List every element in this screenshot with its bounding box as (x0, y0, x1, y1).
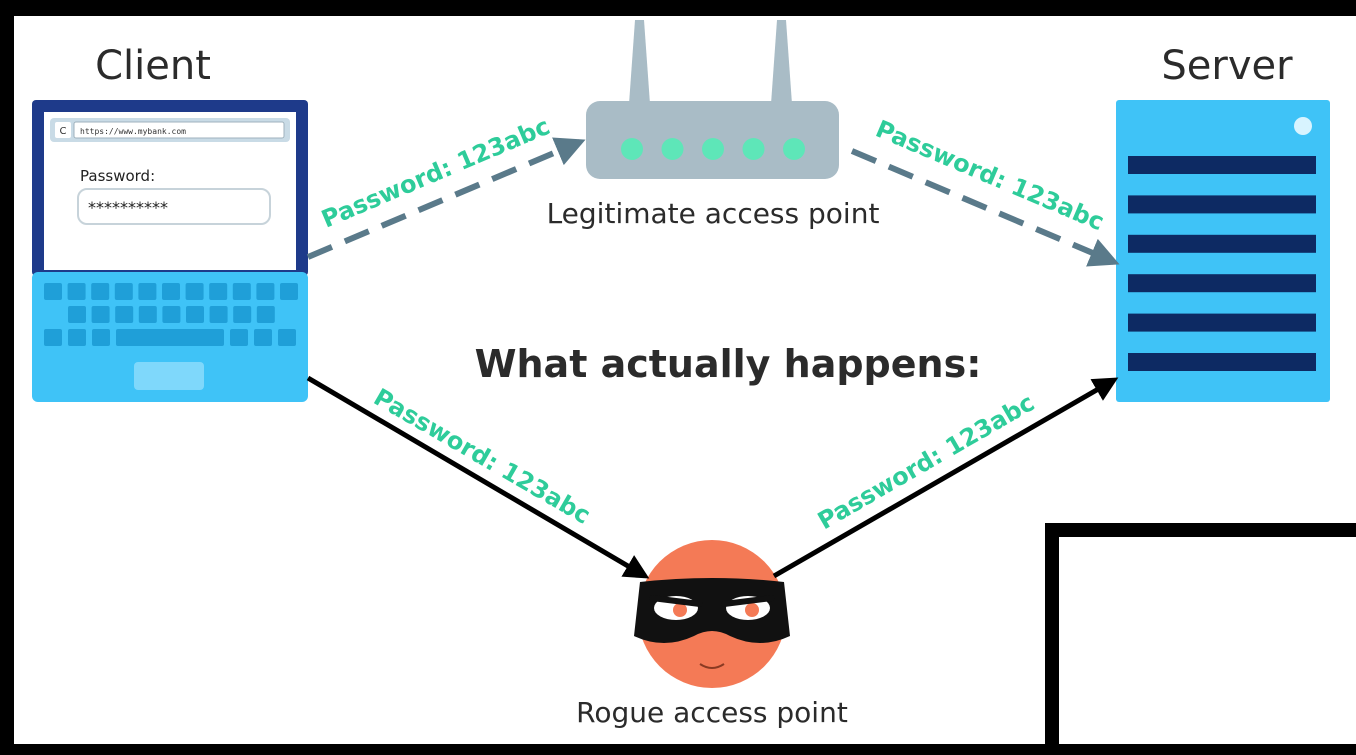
router-icon (586, 20, 839, 179)
keyboard-key (185, 283, 204, 300)
address-bar (73, 121, 285, 139)
router-leds (621, 138, 805, 160)
rogue-brow-left (649, 595, 703, 607)
keyboard-key (68, 329, 86, 346)
server-slots (1128, 156, 1316, 371)
router-led (621, 138, 643, 160)
url-text: https://www.mybank.com (80, 127, 186, 136)
arrow-rogue-ap-to-server (772, 377, 1119, 579)
server-slot (1128, 234, 1316, 253)
rogue-pupil-left (673, 603, 687, 617)
router-antenna-left (629, 20, 650, 104)
server-icon (1116, 100, 1330, 402)
legitimate-ap-label: Legitimate access point (547, 197, 880, 230)
keyboard-key (67, 283, 86, 300)
server-status-light (1294, 117, 1312, 135)
router-led (742, 138, 765, 160)
keyboard-key (209, 283, 228, 300)
keyboard-key (233, 306, 252, 323)
router-led (661, 138, 684, 160)
server-label: Server (1161, 43, 1293, 89)
keyboard-key (209, 306, 228, 323)
keyboard-key (115, 306, 134, 323)
password-label: Password: (80, 167, 155, 185)
headline: What actually happens: (475, 342, 982, 386)
arrow-legit-ap-to-server (850, 148, 1120, 267)
reload-button (55, 122, 71, 138)
server-slot (1128, 353, 1316, 371)
keyboard-key (254, 329, 272, 346)
router-antenna-right (771, 20, 792, 104)
keyboard-key (280, 283, 298, 300)
rogue-brow-right (721, 595, 775, 607)
server-slot (1128, 313, 1316, 332)
keyboard-key (186, 306, 204, 323)
laptop-icon: C https://www.mybank.com Password: *****… (32, 100, 308, 402)
keyboard-key (92, 329, 110, 346)
masked-face-icon (634, 540, 790, 688)
rogue-ap-label: Rogue access point (576, 696, 848, 729)
rogue-mask (634, 578, 790, 643)
password-mask: ********** (88, 198, 168, 217)
keyboard (44, 283, 298, 346)
router-led (702, 138, 724, 160)
keyboard-key (116, 329, 224, 346)
keyboard-key (68, 306, 86, 323)
keyboard-key (91, 306, 110, 323)
keyboard-key (256, 306, 275, 323)
client-label: Client (95, 43, 211, 89)
router-led (783, 138, 805, 160)
keyboard-key (138, 283, 157, 300)
server-slot (1128, 274, 1316, 293)
keyboard-key (162, 283, 180, 300)
password-field (77, 188, 271, 225)
rogue-smirk (699, 663, 725, 669)
keyboard-key (138, 306, 157, 323)
arrow-client-to-rogue-ap (306, 375, 650, 579)
reload-icon: C (60, 126, 67, 137)
overlay-panel-border (1045, 523, 1356, 745)
keyboard-key (232, 283, 251, 300)
keyboard-key (278, 329, 296, 346)
server-slot (1128, 156, 1316, 174)
keyboard-key (162, 306, 181, 323)
keyboard-key (256, 283, 275, 300)
keyboard-key (230, 329, 248, 346)
trackpad (134, 362, 204, 390)
server-slot (1128, 195, 1316, 214)
keyboard-key (114, 283, 133, 300)
keyboard-key (91, 283, 110, 300)
keyboard-key (44, 329, 62, 346)
rogue-pupil-right (745, 603, 759, 617)
keyboard-key (44, 283, 62, 300)
arrow-client-to-legit-ap (306, 137, 586, 260)
